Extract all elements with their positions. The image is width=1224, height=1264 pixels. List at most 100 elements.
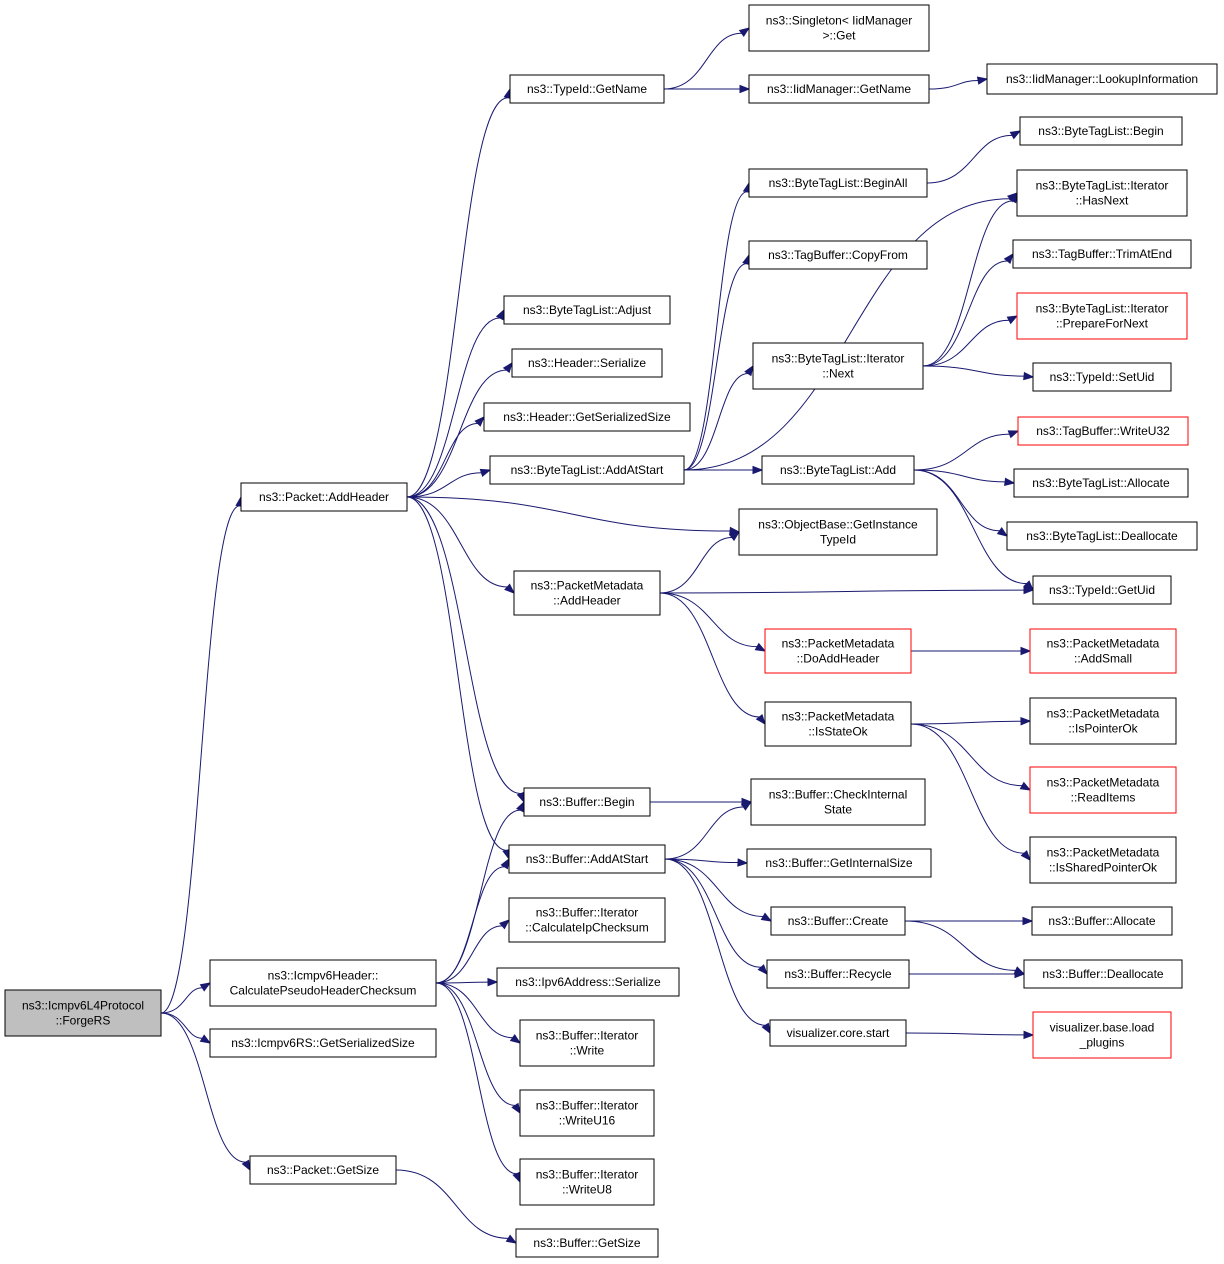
node-tid_setuid[interactable]: ns3::TypeId::SetUid <box>1032 362 1172 392</box>
node-box[interactable] <box>752 342 924 390</box>
node-box[interactable] <box>769 1019 907 1047</box>
node-box[interactable] <box>4 989 162 1037</box>
node-box[interactable] <box>748 74 930 104</box>
node-box[interactable] <box>986 63 1218 95</box>
node-tb_copyfrom[interactable]: ns3::TagBuffer::CopyFrom <box>748 240 928 270</box>
node-pm_doadd[interactable]: ns3::PacketMetadata::DoAddHeader <box>764 628 912 674</box>
node-box[interactable] <box>1016 292 1188 340</box>
node-b_getsize[interactable]: ns3::Buffer::GetSize <box>515 1228 659 1258</box>
node-b_allocate[interactable]: ns3::Buffer::Allocate <box>1031 906 1173 936</box>
node-box[interactable] <box>511 348 663 378</box>
node-bi_writeu16[interactable]: ns3::Buffer::Iterator::WriteU16 <box>519 1089 655 1137</box>
node-btli_prep[interactable]: ns3::ByteTagList::Iterator::PrepareForNe… <box>1016 292 1188 340</box>
node-box[interactable] <box>750 778 926 826</box>
node-box[interactable] <box>1032 362 1172 392</box>
node-btl_addatstart[interactable]: ns3::ByteTagList::AddAtStart <box>489 455 685 485</box>
node-b_begin[interactable]: ns3::Buffer::Begin <box>523 787 651 817</box>
node-box[interactable] <box>746 848 932 878</box>
node-tb_trim[interactable]: ns3::TagBuffer::TrimAtEnd <box>1012 239 1192 269</box>
node-box[interactable] <box>748 240 928 270</box>
node-box[interactable] <box>209 959 437 1007</box>
node-b_dealloc[interactable]: ns3::Buffer::Deallocate <box>1023 959 1183 989</box>
node-tid_getuid[interactable]: ns3::TypeId::GetUid <box>1032 575 1172 605</box>
node-iid_getname[interactable]: ns3::IidManager::GetName <box>748 74 930 104</box>
node-box[interactable] <box>764 701 912 747</box>
node-btl_beginall[interactable]: ns3::ByteTagList::BeginAll <box>748 168 928 198</box>
node-box[interactable] <box>508 844 666 874</box>
node-pm_addheader[interactable]: ns3::PacketMetadata::AddHeader <box>513 570 661 616</box>
node-tid_getname[interactable]: ns3::TypeId::GetName <box>509 74 665 104</box>
node-box[interactable] <box>1029 697 1177 745</box>
node-box[interactable] <box>513 570 661 616</box>
node-box[interactable] <box>770 906 906 936</box>
node-box[interactable] <box>508 897 666 943</box>
node-box[interactable] <box>764 628 912 674</box>
node-box[interactable] <box>1029 836 1177 884</box>
node-pm_readitems[interactable]: ns3::PacketMetadata::ReadItems <box>1029 766 1177 814</box>
node-box[interactable] <box>515 1228 659 1258</box>
node-box[interactable] <box>1023 959 1183 989</box>
node-box[interactable] <box>738 508 938 556</box>
node-box[interactable] <box>503 295 671 325</box>
node-cpc[interactable]: ns3::Icmpv6Header::CalculatePseudoHeader… <box>209 959 437 1007</box>
node-box[interactable] <box>748 168 928 198</box>
node-b_getintsize[interactable]: ns3::Buffer::GetInternalSize <box>746 848 932 878</box>
node-box[interactable] <box>519 1019 655 1067</box>
node-box[interactable] <box>519 1089 655 1137</box>
node-box[interactable] <box>1032 575 1172 605</box>
node-box[interactable] <box>1032 1011 1172 1059</box>
node-btli_hasnext[interactable]: ns3::ByteTagList::Iterator::HasNext <box>1016 169 1188 217</box>
node-btl_add[interactable]: ns3::ByteTagList::Add <box>761 455 915 485</box>
node-box[interactable] <box>1029 628 1177 674</box>
node-box[interactable] <box>1029 766 1177 814</box>
node-b_create[interactable]: ns3::Buffer::Create <box>770 906 906 936</box>
node-singleton_get[interactable]: ns3::Singleton< IidManager>::Get <box>748 4 930 52</box>
node-box[interactable] <box>509 74 665 104</box>
node-rs_gss[interactable]: ns3::Icmpv6RS::GetSerializedSize <box>209 1028 437 1058</box>
node-h_serialize[interactable]: ns3::Header::Serialize <box>511 348 663 378</box>
node-box[interactable] <box>483 402 691 432</box>
node-forgers[interactable]: ns3::Icmpv6L4Protocol::ForgeRS <box>4 989 162 1037</box>
node-box[interactable] <box>523 787 651 817</box>
node-box[interactable] <box>1012 239 1192 269</box>
node-box[interactable] <box>1016 169 1188 217</box>
node-box[interactable] <box>489 455 685 485</box>
node-p_addheader[interactable]: ns3::Packet::AddHeader <box>240 482 408 512</box>
node-box[interactable] <box>519 1158 655 1206</box>
node-bi_write[interactable]: ns3::Buffer::Iterator::Write <box>519 1019 655 1067</box>
node-box[interactable] <box>1031 906 1173 936</box>
node-btl_allocate[interactable]: ns3::ByteTagList::Allocate <box>1013 468 1189 498</box>
node-box[interactable] <box>1013 468 1189 498</box>
node-pm_issharedok[interactable]: ns3::PacketMetadata::IsSharedPointerOk <box>1029 836 1177 884</box>
node-ipv6_ser[interactable]: ns3::Ipv6Address::Serialize <box>496 967 680 997</box>
node-b_addatstart[interactable]: ns3::Buffer::AddAtStart <box>508 844 666 874</box>
node-box[interactable] <box>761 455 915 485</box>
node-pm_isstateok[interactable]: ns3::PacketMetadata::IsStateOk <box>764 701 912 747</box>
node-b_recycle[interactable]: ns3::Buffer::Recycle <box>766 959 910 989</box>
node-p_getsize[interactable]: ns3::Packet::GetSize <box>249 1155 397 1185</box>
node-h_gss[interactable]: ns3::Header::GetSerializedSize <box>483 402 691 432</box>
node-btl_dealloc[interactable]: ns3::ByteTagList::Deallocate <box>1006 521 1198 551</box>
node-pm_isptrok[interactable]: ns3::PacketMetadata::IsPointerOk <box>1029 697 1177 745</box>
node-bi_calcip[interactable]: ns3::Buffer::Iterator::CalculateIpChecks… <box>508 897 666 943</box>
node-box[interactable] <box>209 1028 437 1058</box>
node-iid_lookup[interactable]: ns3::IidManager::LookupInformation <box>986 63 1218 95</box>
node-tb_writeu32[interactable]: ns3::TagBuffer::WriteU32 <box>1017 416 1189 446</box>
node-bi_writeu8[interactable]: ns3::Buffer::Iterator::WriteU8 <box>519 1158 655 1206</box>
node-box[interactable] <box>240 482 408 512</box>
node-box[interactable] <box>1006 521 1198 551</box>
node-box[interactable] <box>1017 416 1189 446</box>
node-viz_loadplugins[interactable]: visualizer.base.load_plugins <box>1032 1011 1172 1059</box>
node-box[interactable] <box>249 1155 397 1185</box>
node-box[interactable] <box>766 959 910 989</box>
node-pm_addsmall[interactable]: ns3::PacketMetadata::AddSmall <box>1029 628 1177 674</box>
node-btl_begin[interactable]: ns3::ByteTagList::Begin <box>1019 116 1183 146</box>
node-box[interactable] <box>496 967 680 997</box>
node-btli_next[interactable]: ns3::ByteTagList::Iterator::Next <box>752 342 924 390</box>
node-btl_adjust[interactable]: ns3::ByteTagList::Adjust <box>503 295 671 325</box>
node-viz_start[interactable]: visualizer.core.start <box>769 1019 907 1047</box>
node-box[interactable] <box>748 4 930 52</box>
node-box[interactable] <box>1019 116 1183 146</box>
